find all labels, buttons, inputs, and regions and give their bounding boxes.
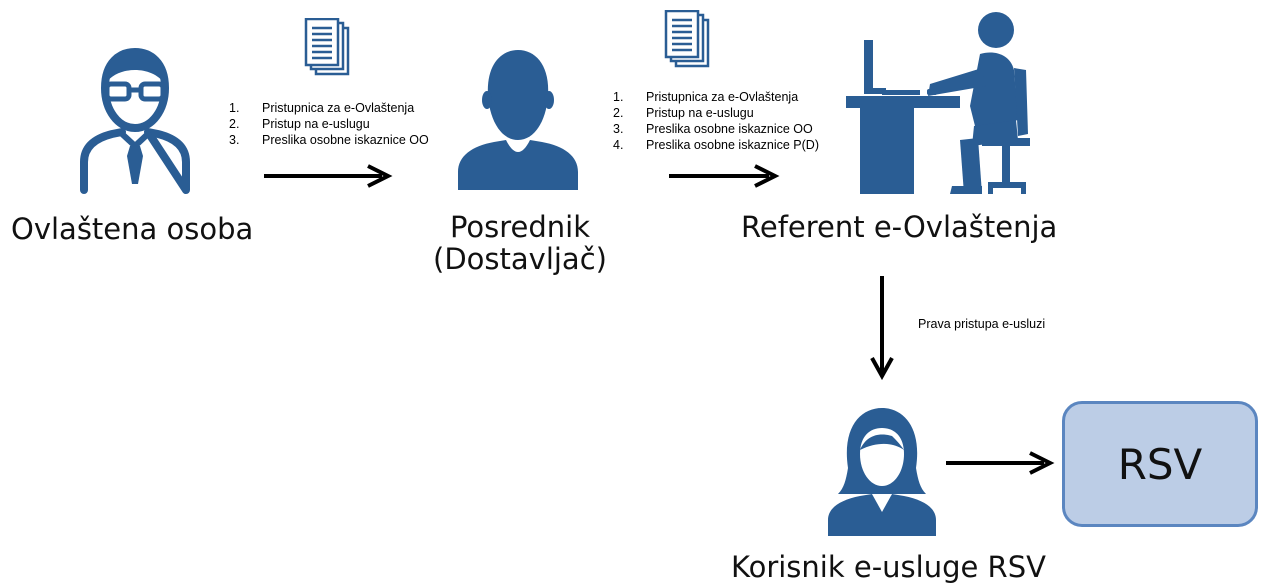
arrow-right-icon xyxy=(264,164,393,188)
woman-icon xyxy=(828,408,936,536)
list-item: 3.Preslika osobne iskaznice OO xyxy=(229,133,429,147)
arrow-right-icon xyxy=(669,164,780,188)
rsv-label: RSV xyxy=(1117,439,1203,489)
actor-label-korisnik: Korisnik e-usluge RSV xyxy=(731,550,1046,584)
actor-label-ovlastena: Ovlaštena osoba xyxy=(11,212,254,246)
manager-with-glasses-icon xyxy=(80,48,190,194)
documents-icon xyxy=(664,10,710,68)
arrow-right-icon xyxy=(946,451,1055,475)
actor-label-referent: Referent e-Ovlaštenja xyxy=(741,210,1058,244)
document-list-2: 1.Pristupnica za e-Ovlaštenja 2.Pristup … xyxy=(613,89,819,153)
person-icon xyxy=(458,50,578,190)
documents-icon xyxy=(304,18,350,76)
document-list-1: 1.Pristupnica za e-Ovlaštenja 2.Pristup … xyxy=(229,100,429,148)
actor-label-posrednik: Posrednik (Dostavljač) xyxy=(420,211,620,275)
list-item: 3.Preslika osobne iskaznice OO xyxy=(613,122,813,136)
arrow-down-icon xyxy=(870,276,894,381)
rsv-system-box: RSV xyxy=(1062,401,1258,527)
arrow-note: Prava pristupa e-usluzi xyxy=(918,317,1046,331)
list-item: 1.Pristupnica za e-Ovlaštenja xyxy=(613,90,799,104)
actor-label-posrednik-line2: (Dostavljač) xyxy=(433,242,607,276)
list-item: 2.Pristup na e-uslugu xyxy=(613,106,754,120)
list-item: 2.Pristup na e-uslugu xyxy=(229,117,370,131)
list-item: 4.Preslika osobne iskaznice P(D) xyxy=(613,138,819,152)
list-item: 1.Pristupnica za e-Ovlaštenja xyxy=(229,101,415,115)
worker-at-computer-icon xyxy=(846,12,1030,194)
actor-label-posrednik-line1: Posrednik xyxy=(449,210,591,244)
